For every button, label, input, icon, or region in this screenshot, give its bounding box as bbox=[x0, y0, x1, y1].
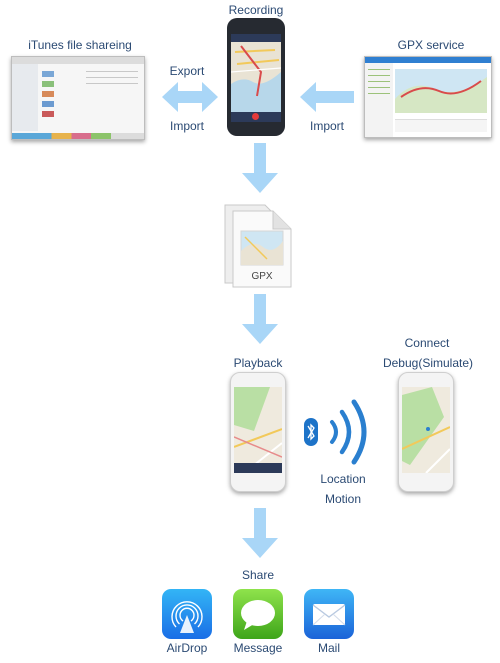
gpx-file-label: GPX bbox=[251, 271, 273, 282]
down-arrow-icon bbox=[242, 508, 278, 558]
gpx-service-window bbox=[364, 56, 492, 138]
double-arrow-icon bbox=[162, 82, 218, 112]
airdrop-label: AirDrop bbox=[166, 641, 208, 655]
debug-phone bbox=[398, 372, 454, 492]
import-left-label: Import bbox=[169, 119, 204, 133]
itunes-window bbox=[11, 56, 145, 140]
debug-label: Debug(Simulate) bbox=[382, 356, 474, 370]
message-label: Message bbox=[233, 641, 283, 655]
export-label: Export bbox=[169, 64, 205, 78]
connect-label: Connect bbox=[404, 336, 450, 350]
down-arrow-icon bbox=[242, 143, 278, 193]
import-right-label: Import bbox=[309, 119, 344, 133]
message-icon[interactable] bbox=[233, 589, 283, 639]
recording-label: Recording bbox=[228, 3, 284, 17]
itunes-label: iTunes file shareing bbox=[28, 38, 132, 52]
motion-label: Motion bbox=[324, 492, 362, 506]
bluetooth-icon bbox=[304, 418, 318, 446]
wireless-signal-icon bbox=[330, 399, 367, 465]
airdrop-icon[interactable] bbox=[162, 589, 212, 639]
gpx-service-label: GPX service bbox=[397, 38, 465, 52]
share-label: Share bbox=[241, 568, 275, 582]
playback-label: Playback bbox=[233, 356, 283, 370]
playback-phone bbox=[230, 372, 286, 492]
import-arrow-icon bbox=[300, 82, 354, 112]
gpx-file-icon: GPX bbox=[223, 203, 293, 289]
recording-phone bbox=[227, 18, 285, 136]
location-label: Location bbox=[320, 472, 366, 486]
mail-label: Mail bbox=[317, 641, 340, 655]
mail-icon[interactable] bbox=[304, 589, 354, 639]
down-arrow-icon bbox=[242, 294, 278, 344]
